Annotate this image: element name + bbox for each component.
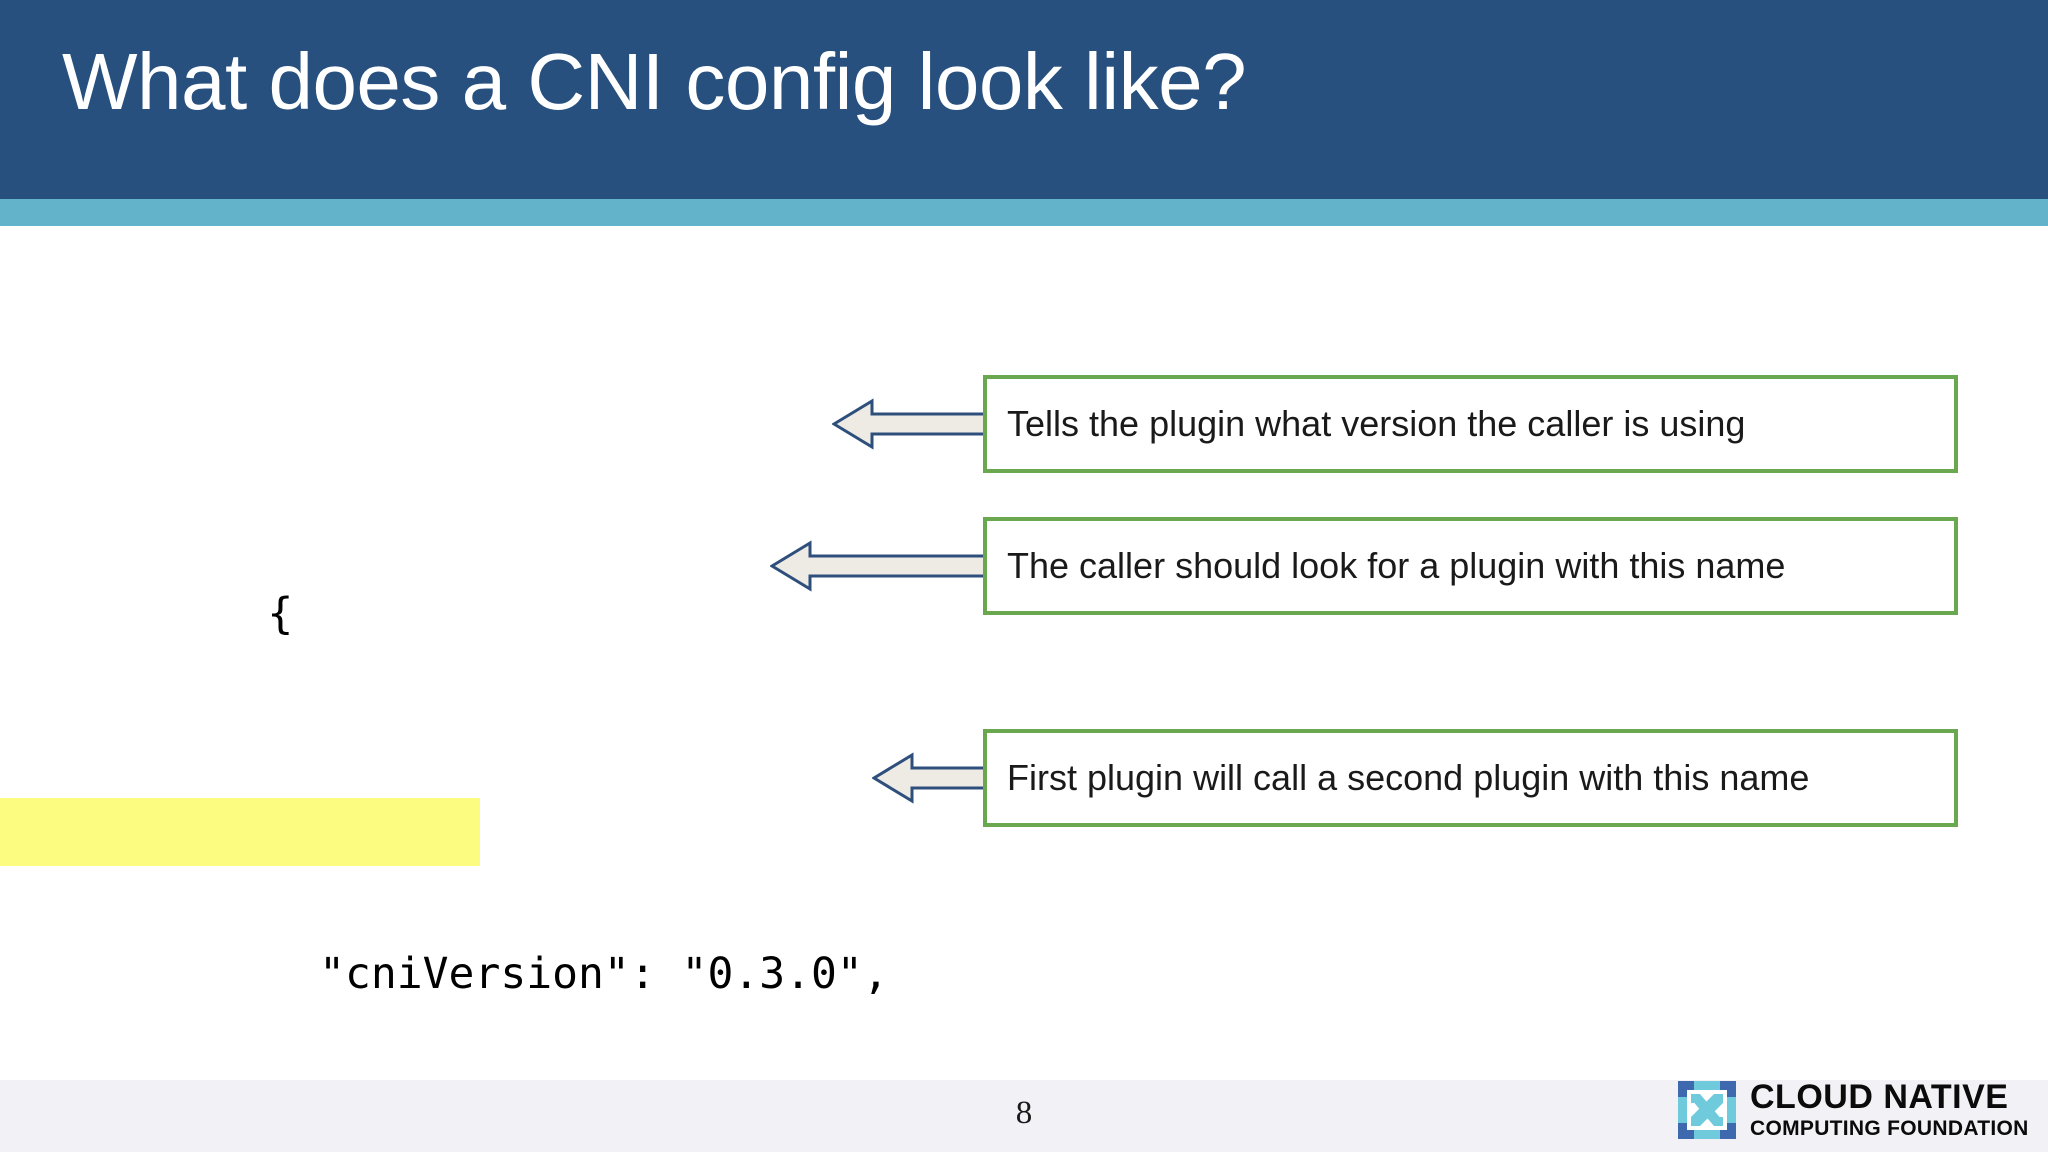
cncf-mark-icon (1678, 1080, 1736, 1139)
page-title: What does a CNI config look like? (62, 37, 1247, 126)
code-block: { "cniVersion": "0.3.0", "name": "mynet"… (0, 290, 1000, 1152)
cncf-logo: CLOUD NATIVE COMPUTING FOUNDATION (1678, 1080, 2029, 1139)
left-arrow-icon (770, 540, 988, 592)
callout-text: The caller should look for a plugin with… (1007, 545, 1786, 587)
callout-box-ipam-type: First plugin will call a second plugin w… (983, 729, 1958, 827)
code-line-highlighted: "cniVersion": "0.3.0", (0, 794, 1000, 999)
code-line-text: "cniVersion": "0.3.0", (267, 949, 889, 999)
code-line-text: { (267, 589, 294, 639)
callout-text: Tells the plugin what version the caller… (1007, 403, 1746, 445)
left-arrow-icon (832, 398, 988, 450)
header-band (0, 0, 2048, 199)
header-accent-stripe (0, 199, 2048, 226)
cncf-wordmark: CLOUD NATIVE COMPUTING FOUNDATION (1750, 1080, 2029, 1139)
callout-box-cniversion: Tells the plugin what version the caller… (983, 375, 1958, 473)
cncf-wordmark-line2: COMPUTING FOUNDATION (1750, 1117, 2029, 1140)
callout-box-type: The caller should look for a plugin with… (983, 517, 1958, 615)
left-arrow-icon (872, 752, 988, 804)
code-line: { (0, 506, 1000, 639)
callout-text: First plugin will call a second plugin w… (1007, 757, 1810, 799)
page-number: 8 (1015, 1095, 1033, 1131)
cncf-wordmark-line1: CLOUD NATIVE (1750, 1078, 2009, 1116)
highlight-band (0, 798, 480, 866)
